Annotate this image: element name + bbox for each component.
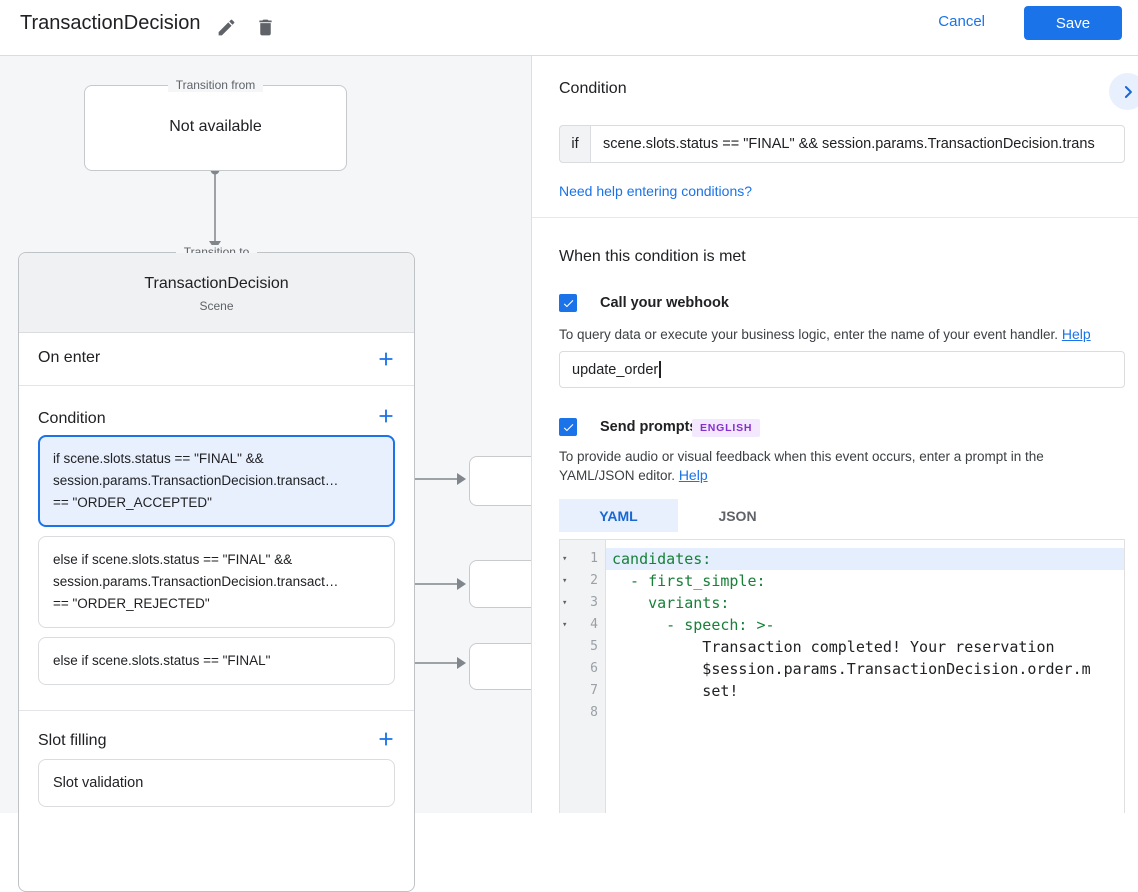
pencil-icon [218, 19, 234, 35]
line-number: 7 [590, 683, 598, 698]
when-met-heading: When this condition is met [559, 248, 746, 265]
code-line-6: $session.params.TransactionDecision.orde… [612, 660, 1091, 678]
webhook-help-link[interactable]: Help [1061, 326, 1091, 342]
plus-icon [379, 352, 393, 365]
checkmark-icon [563, 299, 573, 307]
condition-panel-heading: Condition [559, 80, 627, 97]
code-line-8 [606, 702, 1124, 724]
edit-title-button[interactable] [211, 12, 241, 42]
fold-toggle-icon[interactable]: ▾ [562, 576, 568, 586]
fold-toggle-icon[interactable]: ▾ [562, 620, 568, 630]
condition-card-line: if scene.slots.status == "FINAL" && [53, 451, 264, 466]
fold-toggle-icon[interactable]: ▾ [562, 554, 568, 564]
call-webhook-label: Call your webhook [600, 295, 729, 311]
condition-section-label: Condition [38, 410, 106, 427]
on-enter-section: On enter [19, 333, 414, 386]
condition-card-2[interactable]: else if scene.slots.status == "FINAL" &&… [38, 536, 395, 628]
tab-yaml[interactable]: YAML [559, 499, 678, 532]
panel-divider [532, 217, 1138, 218]
add-on-enter-button[interactable] [372, 346, 400, 374]
webhook-helper-text: To query data or execute your business l… [559, 326, 1091, 342]
plus-icon [379, 409, 393, 422]
code-line-2: - first_simple: [612, 572, 766, 590]
scene-node-type: Scene [199, 299, 234, 313]
call-webhook-checkbox[interactable] [559, 294, 577, 312]
code-line-7: set! [612, 682, 739, 700]
send-prompts-label: Send prompts [600, 419, 698, 435]
condition-card-3[interactable]: else if scene.slots.status == "FINAL" [38, 637, 395, 685]
gutter-row: 7 [560, 680, 605, 702]
gutter-row: ▾2 [560, 570, 605, 592]
on-enter-label: On enter [38, 349, 101, 366]
section-divider [19, 710, 414, 711]
condition-card-list: if scene.slots.status == "FINAL" && sessi… [38, 435, 395, 685]
transition-from-node: Transition from Not available [84, 78, 347, 171]
add-slot-button[interactable] [372, 726, 400, 754]
prompts-help-link[interactable]: Help [678, 467, 708, 483]
line-number: 4 [590, 617, 598, 632]
condition-card-line: == "ORDER_REJECTED" [53, 596, 210, 611]
condition-card-line: session.params.TransactionDecision.trans… [53, 574, 339, 589]
text-caret [659, 361, 661, 378]
scene-node-header[interactable]: TransactionDecision Scene [19, 253, 414, 333]
checkmark-icon [563, 423, 573, 431]
line-number: 2 [590, 573, 598, 588]
editor-code-area: candidates: - first_simple: variants: - … [606, 540, 1124, 813]
webhook-name-input[interactable]: update_order [559, 351, 1125, 388]
condition-card-line: else if scene.slots.status == "FINAL" && [53, 552, 293, 567]
cancel-button[interactable]: Cancel [938, 13, 985, 30]
condition-detail-panel: Condition if Need help entering conditio… [531, 56, 1138, 813]
language-badge: ENGLISH [692, 419, 761, 437]
condition-card-1[interactable]: if scene.slots.status == "FINAL" && sessi… [38, 435, 395, 527]
collapse-panel-button[interactable] [1109, 73, 1138, 110]
add-condition-button[interactable] [372, 403, 400, 431]
delete-scene-button[interactable] [250, 12, 280, 42]
trash-icon [258, 19, 272, 35]
gutter-row: ▾3 [560, 592, 605, 614]
line-number: 8 [590, 705, 598, 720]
plus-icon [379, 732, 393, 745]
prompts-helper-text: To provide audio or visual feedback when… [559, 449, 1044, 483]
condition-card-line: else if scene.slots.status == "FINAL" [53, 653, 271, 668]
page-title: TransactionDecision [20, 12, 201, 34]
code-line-1: candidates: [606, 548, 1124, 570]
transition-from-legend: Transition from [167, 78, 264, 92]
line-number: 3 [590, 595, 598, 610]
line-number: 5 [590, 639, 598, 654]
gutter-row: 8 [560, 702, 605, 724]
slot-filling-label: Slot filling [38, 732, 107, 749]
code-line-4: - speech: >- [612, 616, 775, 634]
tab-json[interactable]: JSON [678, 499, 797, 532]
line-number: 1 [590, 551, 598, 566]
if-prefix-label: if [559, 125, 590, 163]
condition-card-line: session.params.TransactionDecision.trans… [53, 473, 339, 488]
gutter-row: 6 [560, 658, 605, 680]
top-bar: TransactionDecision Cancel Save [0, 0, 1138, 56]
gutter-row: 5 [560, 636, 605, 658]
fold-toggle-icon[interactable]: ▾ [562, 598, 568, 608]
send-prompts-checkbox[interactable] [559, 418, 577, 436]
chevron-right-icon [1124, 85, 1132, 98]
condition-help-link[interactable]: Need help entering conditions? [559, 183, 753, 199]
gutter-row: ▾1 [560, 548, 605, 570]
code-line-5: Transaction completed! Your reservation [612, 638, 1055, 656]
condition-card-line: == "ORDER_ACCEPTED" [53, 495, 212, 510]
gutter-row: ▾4 [560, 614, 605, 636]
line-number: 6 [590, 661, 598, 676]
slot-validation-card[interactable]: Slot validation [38, 759, 395, 807]
save-button[interactable]: Save [1024, 6, 1122, 40]
transition-from-value: Not available [169, 118, 262, 135]
scene-node-card: Transition to TransactionDecision Scene … [18, 245, 415, 892]
condition-expression-input[interactable] [590, 125, 1125, 163]
editor-format-tabs: YAML JSON [559, 499, 797, 532]
condition-expression-row: if [559, 125, 1125, 163]
scene-node-title: TransactionDecision [144, 275, 289, 292]
code-line-3: variants: [612, 594, 730, 612]
